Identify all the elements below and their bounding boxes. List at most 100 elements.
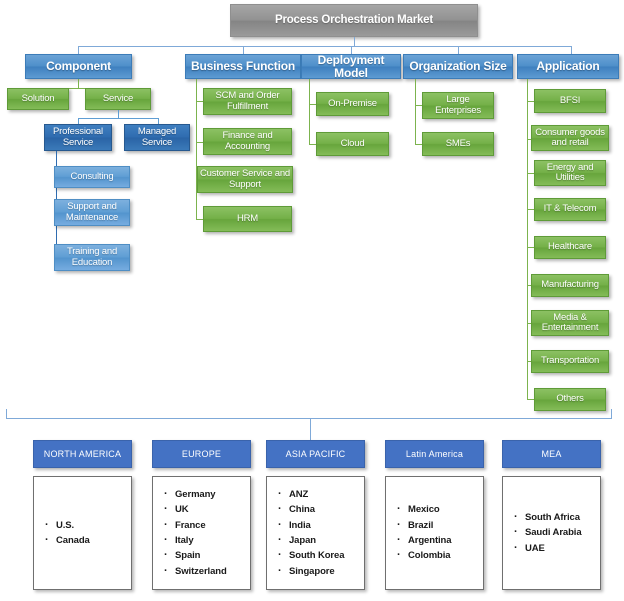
connector-component-bus	[38, 88, 118, 89]
node-finance-and-accounting[interactable]: Finance and Accounting	[203, 128, 292, 155]
segment-header-business-function-label: Business Function	[191, 59, 295, 74]
node-consulting[interactable]: Consulting	[54, 166, 130, 188]
list-item: Canada	[45, 532, 131, 550]
segment-header-business-function[interactable]: Business Function	[185, 54, 301, 79]
connector-app-to-energy	[527, 173, 535, 174]
region-header-north-america-label: NORTH AMERICA	[43, 449, 122, 459]
connector-bf-to-finance	[196, 142, 204, 143]
connector-drop-application	[571, 46, 572, 54]
region-body-europe: Germany UK France Italy Spain Switzerlan…	[152, 476, 251, 590]
region-country-list-latin-america: Mexico Brazil Argentina Colombia	[386, 501, 483, 565]
connector-app-to-bfsi	[527, 101, 535, 102]
region-header-europe-label: EUROPE	[181, 449, 222, 459]
region-header-asia-pacific[interactable]: ASIA PACIFIC	[266, 440, 365, 468]
connector-app-to-others	[527, 399, 535, 400]
node-consumer-goods-and-retail-label: Consumer goods and retail	[535, 126, 605, 148]
node-consumer-goods-and-retail[interactable]: Consumer goods and retail	[531, 125, 609, 151]
region-country-list-north-america: U.S. Canada	[34, 517, 131, 551]
region-header-europe[interactable]: EUROPE	[152, 440, 251, 468]
node-scm-and-order-fulfillment[interactable]: SCM and Order Fulfillment	[203, 88, 292, 115]
node-energy-and-utilities-label: Energy and Utilities	[546, 161, 594, 183]
node-on-premise-label: On-Premise	[328, 97, 377, 109]
list-item: ANZ	[278, 486, 364, 504]
node-solution[interactable]: Solution	[7, 88, 69, 110]
list-item: UK	[164, 501, 250, 519]
connector-service-to-professional	[78, 118, 79, 125]
connector-os-to-smes	[415, 144, 423, 145]
node-service[interactable]: Service	[85, 88, 151, 110]
list-item: South Korea	[278, 547, 364, 565]
node-media-entertainment[interactable]: Media & Entertainment	[531, 310, 609, 336]
node-large-enterprises-label: Large Enterprises	[435, 94, 481, 116]
node-transportation-label: Transportation	[540, 355, 600, 367]
region-header-mea[interactable]: MEA	[502, 440, 601, 468]
connector-app-to-it-telecom	[527, 209, 535, 210]
node-others[interactable]: Others	[534, 388, 606, 411]
node-healthcare[interactable]: Healthcare	[534, 236, 606, 259]
node-service-label: Service	[102, 92, 134, 104]
node-manufacturing-label: Manufacturing	[541, 279, 599, 291]
node-support-and-maintenance-label: Support and Maintenance	[65, 201, 119, 223]
list-item: Singapore	[278, 563, 364, 581]
node-energy-and-utilities[interactable]: Energy and Utilities	[534, 160, 606, 186]
node-media-entertainment-label: Media & Entertainment	[541, 311, 599, 333]
connector-business-function-spine	[196, 79, 197, 219]
segment-header-application-label: Application	[536, 59, 600, 74]
node-hrm-label: HRM	[236, 212, 259, 224]
region-header-latin-america[interactable]: Latin America	[385, 440, 484, 468]
region-header-mea-label: MEA	[541, 449, 562, 459]
node-customer-service-and-support[interactable]: Customer Service and Support	[197, 166, 293, 193]
region-header-asia-pacific-label: ASIA PACIFIC	[285, 449, 346, 459]
list-item: Spain	[164, 547, 250, 565]
list-item: China	[278, 501, 364, 519]
node-cloud[interactable]: Cloud	[316, 132, 389, 156]
connector-dm-to-cloud	[309, 144, 317, 145]
list-item: India	[278, 517, 364, 535]
node-support-and-maintenance[interactable]: Support and Maintenance	[54, 199, 130, 226]
segment-header-component-label: Component	[46, 59, 111, 74]
node-training-and-education[interactable]: Training and Education	[54, 244, 130, 271]
node-cloud-label: Cloud	[340, 137, 365, 149]
connector-drop-component	[78, 46, 79, 54]
region-body-north-america: U.S. Canada	[33, 476, 132, 590]
node-manufacturing[interactable]: Manufacturing	[531, 274, 609, 297]
node-healthcare-label: Healthcare	[548, 241, 592, 253]
segment-header-deployment-model-label: Deployment Model	[317, 52, 385, 80]
segment-header-component[interactable]: Component	[25, 54, 132, 79]
connector-dm-to-on-premise	[309, 104, 317, 105]
segment-header-organization-size[interactable]: Organization Size	[403, 54, 513, 79]
node-hrm[interactable]: HRM	[203, 206, 292, 232]
list-item: Japan	[278, 532, 364, 550]
segment-header-application[interactable]: Application	[517, 54, 619, 79]
node-professional-service[interactable]: Professional Service	[44, 124, 112, 151]
node-bfsi-label: BFSI	[559, 94, 581, 106]
node-large-enterprises[interactable]: Large Enterprises	[422, 92, 494, 119]
connector-orgsize-spine	[415, 79, 416, 145]
node-managed-service[interactable]: Managed Service	[124, 124, 190, 151]
region-bracket-bar	[6, 418, 612, 419]
node-it-telecom-label: IT & Telecom	[543, 203, 597, 215]
root-node-process-orchestration-market: Process Orchestration Market	[230, 4, 478, 37]
region-body-asia-pacific: ANZ China India Japan South Korea Singap…	[266, 476, 365, 590]
connector-drop-deployment-model	[351, 46, 352, 54]
node-on-premise[interactable]: On-Premise	[316, 92, 389, 116]
connector-root-down	[354, 37, 355, 46]
connector-bf-to-hrm	[196, 219, 204, 220]
list-item: Brazil	[397, 517, 483, 535]
region-country-list-europe: Germany UK France Italy Spain Switzerlan…	[153, 486, 250, 581]
segment-header-deployment-model[interactable]: Deployment Model	[301, 52, 401, 80]
region-header-north-america[interactable]: NORTH AMERICA	[33, 440, 132, 468]
region-bracket-left-tick	[6, 409, 7, 419]
node-it-telecom[interactable]: IT & Telecom	[534, 198, 606, 221]
connector-drop-organization-size	[458, 46, 459, 54]
node-smes[interactable]: SMEs	[422, 132, 494, 156]
list-item: South Africa	[514, 509, 600, 527]
node-bfsi[interactable]: BFSI	[534, 89, 606, 113]
region-country-list-mea: South Africa Saudi Arabia UAE	[503, 509, 600, 558]
node-transportation[interactable]: Transportation	[531, 350, 609, 373]
list-item: Italy	[164, 532, 250, 550]
connector-service-bus	[78, 118, 158, 119]
node-training-and-education-label: Training and Education	[66, 246, 118, 268]
connector-deployment-spine	[309, 79, 310, 144]
